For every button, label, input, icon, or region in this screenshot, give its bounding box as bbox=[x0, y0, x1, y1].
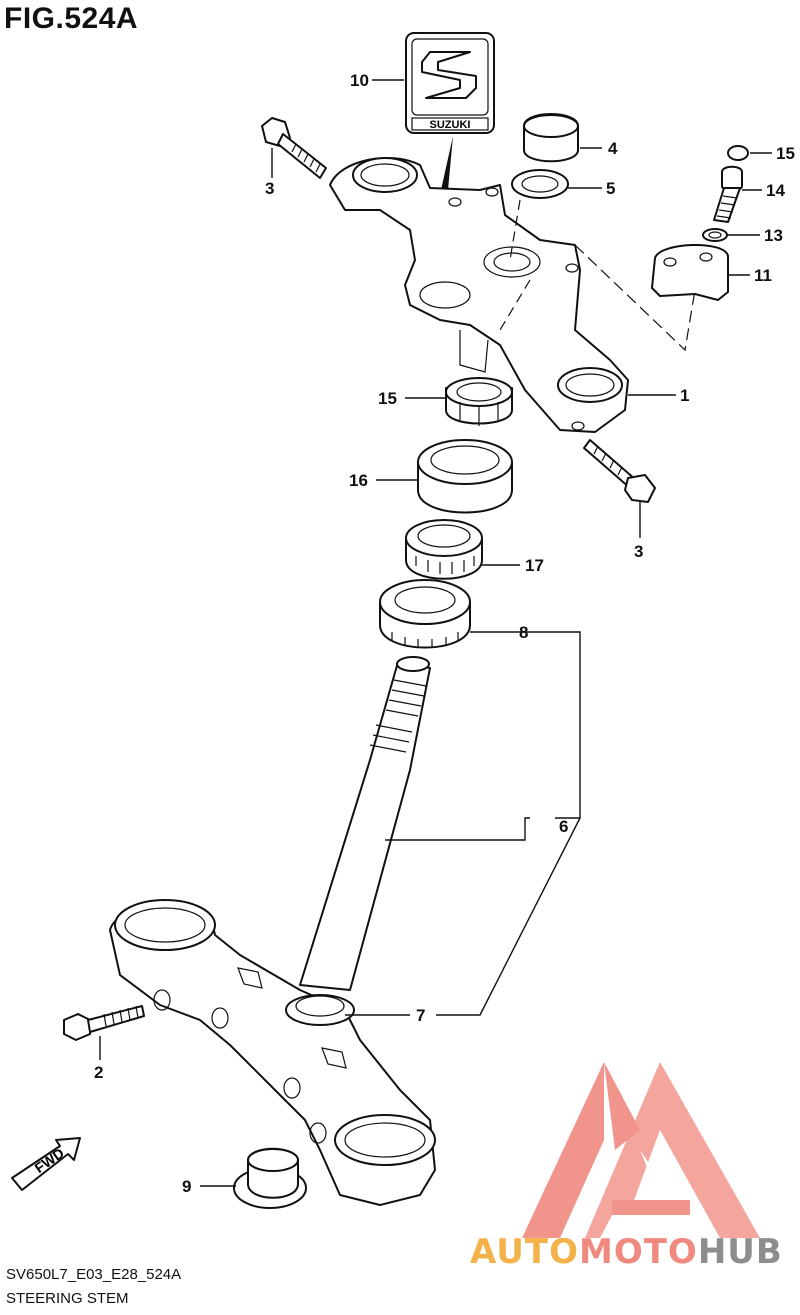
part-17-bearing bbox=[405, 519, 483, 580]
part-lower-bracket bbox=[109, 899, 436, 1206]
callout-8: 8 bbox=[519, 623, 528, 642]
callout-6: 6 bbox=[559, 817, 568, 836]
callout-16: 16 bbox=[349, 471, 368, 490]
callout-15: 15 bbox=[378, 389, 397, 408]
part-15-nut bbox=[445, 377, 513, 426]
callout-12: 13 bbox=[764, 226, 783, 245]
part-12-washer bbox=[702, 228, 728, 242]
part-3-bolt-lower bbox=[583, 439, 656, 503]
part-8-bearing bbox=[379, 579, 471, 649]
callout-1: 1 bbox=[680, 386, 689, 405]
watermark-auto: AUTO bbox=[470, 1232, 579, 1272]
callout-17: 17 bbox=[525, 556, 544, 575]
part-10-clamp bbox=[651, 244, 729, 301]
callout-leaders bbox=[99, 79, 772, 1187]
fwd-arrow: FWD bbox=[11, 1137, 81, 1191]
callout-13: 14 bbox=[766, 181, 785, 200]
watermark-text: AUTOMOTOHUB bbox=[470, 1232, 783, 1272]
watermark-logo bbox=[522, 1062, 760, 1238]
callout-4: 4 bbox=[608, 139, 618, 158]
part-4-cap bbox=[523, 113, 579, 163]
callout-labels: 10 4 5 15 14 13 11 1 15 16 17 3 3 8 6 7 … bbox=[94, 71, 795, 1196]
part-6-steering-stem bbox=[299, 656, 431, 991]
part-5-washer bbox=[511, 169, 569, 199]
callout-3-lower: 3 bbox=[634, 542, 643, 561]
callout-9: 9 bbox=[182, 1177, 191, 1196]
callout-3-upper: 3 bbox=[265, 179, 274, 198]
emblem-brand-text: SUZUKI bbox=[430, 119, 471, 131]
callout-2: 2 bbox=[94, 1063, 103, 1082]
part-14-cap bbox=[727, 145, 749, 161]
part-3-bolt-upper bbox=[261, 117, 327, 179]
part-11-emblem: SUZUKI bbox=[405, 32, 495, 190]
callout-10: 11 bbox=[754, 266, 772, 285]
watermark-hub: HUB bbox=[698, 1232, 783, 1272]
part-16-seal bbox=[417, 439, 513, 514]
part-2-bolt bbox=[63, 1005, 145, 1041]
watermark-moto: MOTO bbox=[579, 1232, 698, 1272]
callout-11: 10 bbox=[350, 71, 369, 90]
diagram-name: STEERING STEM bbox=[6, 1290, 129, 1307]
part-13-bolt bbox=[713, 165, 743, 223]
callout-14: 15 bbox=[776, 144, 795, 163]
figure-title: FIG.524A bbox=[4, 2, 139, 35]
diagram-code: SV650L7_E03_E28_524A bbox=[6, 1266, 182, 1283]
part-1-upper-bracket bbox=[329, 157, 629, 433]
part-9-cap bbox=[233, 1147, 307, 1209]
callout-5: 5 bbox=[606, 179, 615, 198]
callout-7: 7 bbox=[416, 1006, 425, 1025]
